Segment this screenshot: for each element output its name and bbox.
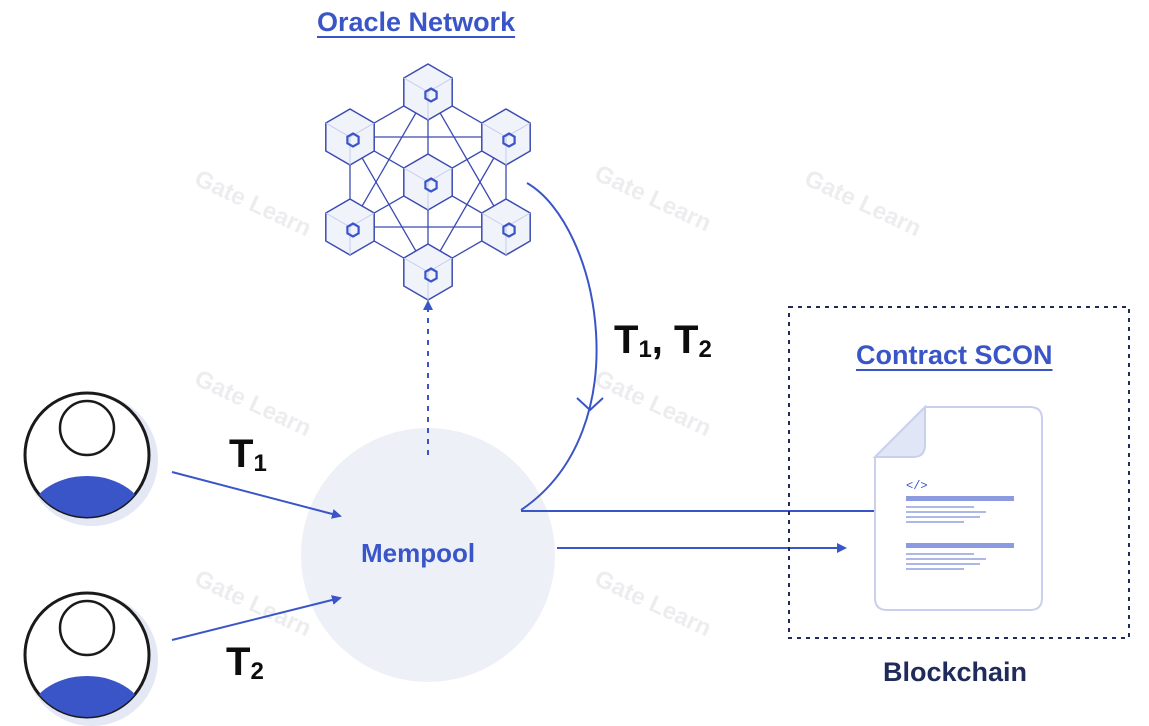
- chainlink-icon: [424, 87, 438, 103]
- oracle-network-title[interactable]: Oracle Network: [317, 7, 516, 37]
- contract-title[interactable]: Contract SCON: [856, 340, 1053, 370]
- blockchain-box: [788, 306, 1130, 639]
- user-2-avatar: [23, 591, 158, 726]
- user2-to-mempool-arrow: [171, 595, 342, 641]
- transaction-t1-label: T1: [229, 432, 267, 477]
- chainlink-icon: [424, 177, 438, 193]
- curve-chevron-icon: [576, 397, 604, 412]
- transaction-t2-label: T2: [226, 640, 264, 685]
- code-tag-icon: </>: [906, 479, 928, 493]
- chainlink-icon: [346, 132, 360, 148]
- oracle-node: [481, 198, 531, 256]
- oracle-node: [325, 108, 375, 166]
- mempool-label: Mempool: [361, 538, 476, 568]
- oracle-nodes: [325, 63, 531, 301]
- chainlink-icon: [424, 267, 438, 283]
- blockchain-label: Blockchain: [883, 657, 1028, 687]
- chainlink-icon: [346, 222, 360, 238]
- user-1-avatar: [23, 391, 158, 526]
- oracle-node: [403, 153, 453, 211]
- oracle-node: [325, 198, 375, 256]
- mempool-circle: [301, 428, 555, 682]
- contract-document-icon: </>: [872, 404, 1043, 611]
- oracle-node: [403, 63, 453, 121]
- chainlink-icon: [502, 132, 516, 148]
- chainlink-icon: [502, 222, 516, 238]
- oracle-to-mempool-curve: [520, 182, 598, 511]
- oracle-network-graph: [325, 63, 531, 301]
- oracle-node: [481, 108, 531, 166]
- oracle-node: [403, 243, 453, 301]
- transaction-t1-t2-label: T1, T2: [614, 318, 712, 363]
- user1-to-mempool-arrow: [171, 471, 342, 519]
